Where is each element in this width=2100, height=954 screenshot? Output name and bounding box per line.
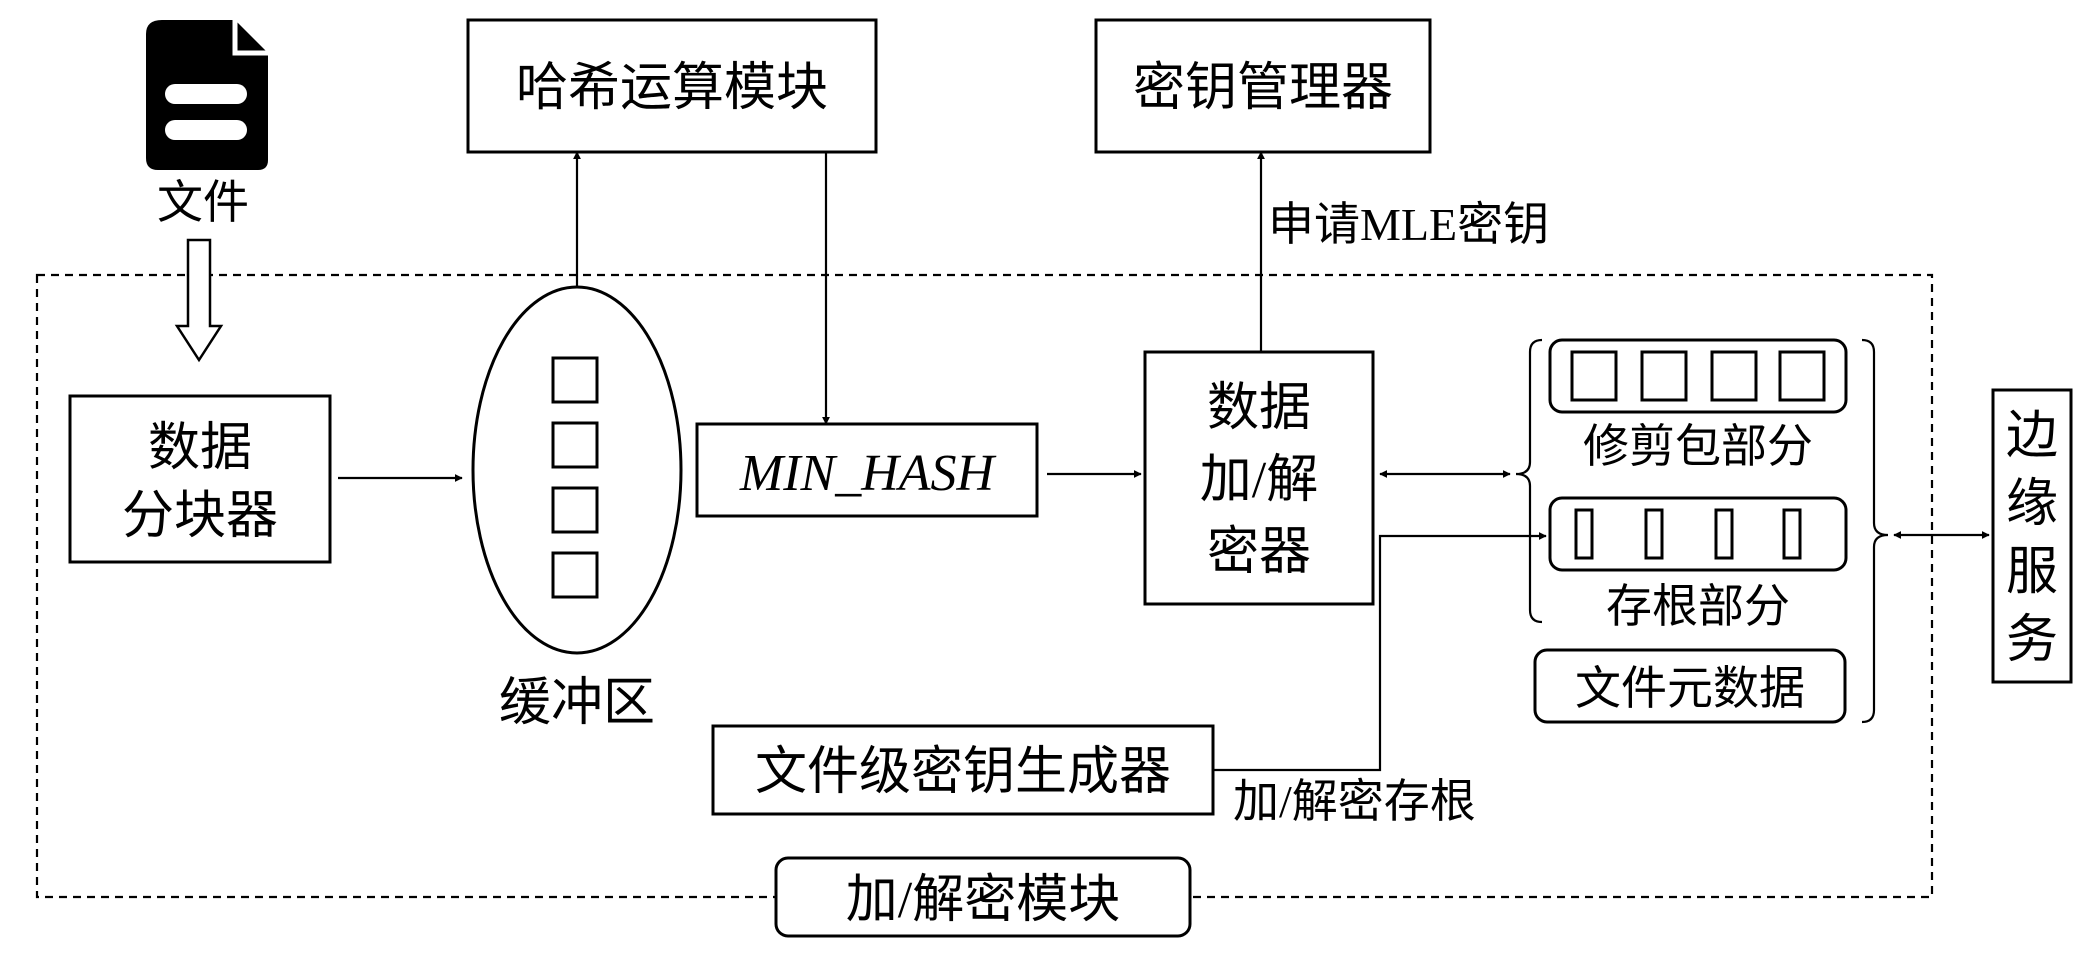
module-label-box [774, 856, 1192, 938]
stub-slot [1644, 508, 1664, 560]
key-manager-label: 密钥管理器 [1133, 60, 1393, 117]
arrow-key-generator-to-stub [1213, 532, 1547, 772]
hash-module-label: 哈希运算模块 [516, 60, 828, 117]
file-label: 文件 [157, 177, 249, 228]
stub-slot [1574, 508, 1594, 560]
trimmed-package-box [1548, 338, 1848, 414]
buffer-slot [551, 486, 599, 534]
edge-service-char: 服 [2006, 544, 2058, 601]
crypter-line1: 数据 [1207, 380, 1311, 437]
edge-service-char: 务 [2006, 612, 2058, 669]
trimmed-package-slot [1570, 350, 1618, 402]
trimmed-package-slot [1710, 350, 1758, 402]
crypter-line2: 加/解 [1200, 452, 1318, 509]
crypter-box [1143, 350, 1375, 606]
trimmed-package-slot [1640, 350, 1688, 402]
hash-module-box [466, 18, 878, 154]
edge-service-char: 缘 [2006, 476, 2058, 533]
key-manager-box [1094, 18, 1432, 154]
trimmed-package-label: 修剪包部分 [1583, 421, 1813, 472]
file-key-generator-box [711, 724, 1215, 816]
min-hash-box [695, 422, 1039, 518]
file-icon [146, 20, 268, 170]
file-metadata-box [1533, 648, 1847, 724]
file-key-generator-label: 文件级密钥生成器 [755, 744, 1171, 801]
right-bracket [1861, 338, 1889, 724]
edge-service-char: 边 [2006, 408, 2058, 465]
edge-service-box [1991, 388, 2073, 684]
stub-slot [1782, 508, 1802, 560]
module-label: 加/解密模块 [846, 872, 1120, 929]
buffer-slot [551, 551, 599, 599]
trimmed-package-slot [1778, 350, 1826, 402]
file-metadata-label: 文件元数据 [1575, 663, 1805, 714]
buffer-label: 缓冲区 [499, 675, 655, 732]
chunker-box [68, 394, 332, 564]
stub-box [1548, 496, 1848, 572]
chunker-line1: 数据 [148, 420, 252, 477]
stub-crypt-label: 加/解密存根 [1233, 776, 1476, 827]
hollow-down-arrow [174, 238, 224, 363]
min-hash-label: MIN_HASH [739, 445, 997, 502]
crypter-line3: 密器 [1207, 524, 1311, 581]
left-bracket [1515, 338, 1543, 624]
stub-slot [1714, 508, 1734, 560]
chunker-line2: 分块器 [122, 488, 278, 545]
stub-label: 存根部分 [1606, 581, 1790, 632]
buffer-slot [551, 356, 599, 404]
buffer-slot [551, 421, 599, 469]
mle-request-label: 申请MLE密钥 [1268, 199, 1549, 250]
